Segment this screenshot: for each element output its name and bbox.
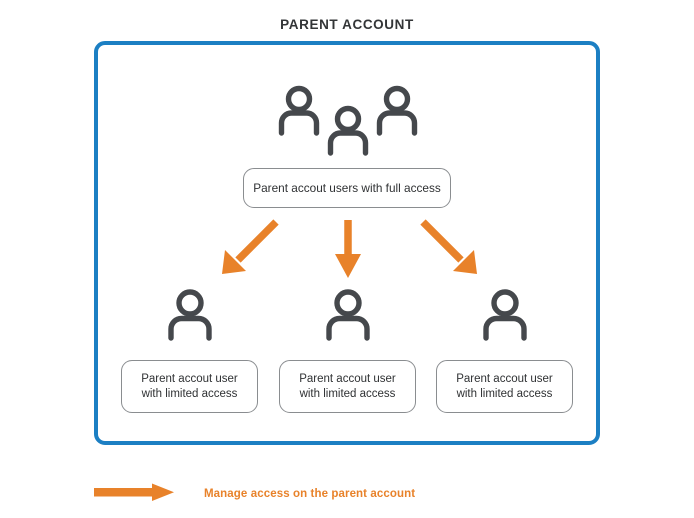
users-group-icon-right	[369, 83, 425, 139]
arrow-down-right	[417, 218, 487, 280]
person-icon-2	[321, 286, 375, 344]
full-access-label-text: Parent accout users with full access	[253, 180, 441, 195]
limited-access-line1-3: Parent accout user	[456, 372, 553, 385]
limited-access-line2-1: with limited access	[141, 387, 238, 400]
legend-arrow-icon	[94, 482, 178, 507]
arrow-down	[333, 218, 363, 280]
limited-access-label-box-1: Parent accout user with limited access	[121, 360, 258, 413]
legend-label: Manage access on the parent account	[204, 488, 416, 500]
limited-access-line2-2: with limited access	[299, 387, 396, 400]
users-group-icon-center	[320, 103, 376, 159]
limited-access-label-box-3: Parent accout user with limited access	[436, 360, 573, 413]
users-group-icon-left	[271, 83, 327, 139]
limited-access-label-box-2: Parent accout user with limited access	[279, 360, 416, 413]
page-title: PARENT ACCOUNT	[280, 17, 414, 32]
arrow-down-left	[212, 218, 282, 280]
limited-access-line1-2: Parent accout user	[299, 372, 396, 385]
full-access-label-box: Parent accout users with full access	[243, 168, 451, 208]
legend: Manage access on the parent account	[94, 480, 614, 508]
limited-access-line2-3: with limited access	[456, 387, 553, 400]
person-icon-1	[163, 286, 217, 344]
limited-access-line1-1: Parent accout user	[141, 372, 238, 385]
person-icon-3	[478, 286, 532, 344]
